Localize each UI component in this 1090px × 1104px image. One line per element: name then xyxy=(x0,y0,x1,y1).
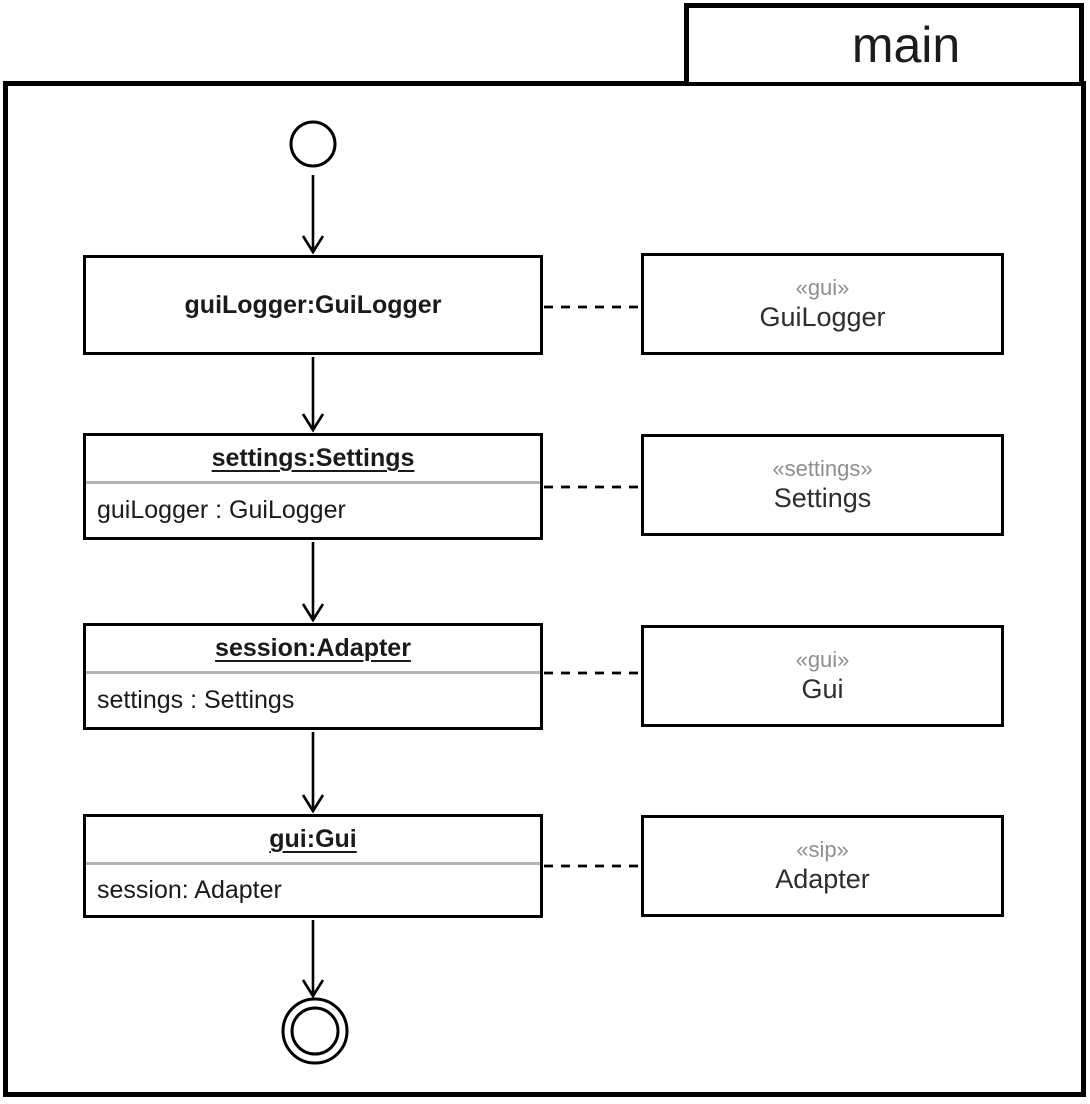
dashed-links xyxy=(544,305,641,868)
final-node-icon xyxy=(281,997,349,1065)
compartment-divider xyxy=(86,671,540,674)
object-attribute: guiLogger : GuiLogger xyxy=(97,496,346,524)
object-name: guiLogger:GuiLogger xyxy=(184,290,442,319)
classifier-name: Settings xyxy=(773,482,872,513)
classifier-node-gui: «gui» Gui xyxy=(641,625,1004,727)
diagram-title: main xyxy=(851,17,961,73)
object-node-settings: settings:Settings guiLogger : GuiLogger xyxy=(83,433,543,540)
object-name: gui:Gui xyxy=(269,825,357,853)
stereotype-label: «gui» xyxy=(795,274,850,300)
classifier-node-guilogger: «gui» GuiLogger xyxy=(641,253,1004,355)
flow-arrows xyxy=(301,175,325,999)
classifier-node-settings: «settings» Settings xyxy=(641,434,1004,536)
diagram-frame xyxy=(3,81,1086,1097)
diagram-title-tab: main xyxy=(684,3,1084,82)
object-node-guilogger: guiLogger:GuiLogger xyxy=(83,255,543,355)
object-attribute: settings : Settings xyxy=(97,686,295,714)
compartment-divider xyxy=(86,862,540,865)
object-node-session: session:Adapter settings : Settings xyxy=(83,623,543,730)
stereotype-label: «settings» xyxy=(772,455,873,481)
classifier-node-adapter: «sip» Adapter xyxy=(641,815,1004,917)
object-name: session:Adapter xyxy=(215,634,411,662)
classifier-name: Adapter xyxy=(775,863,870,894)
start-node-icon xyxy=(289,120,337,168)
classifier-name: Gui xyxy=(801,673,844,704)
stereotype-label: «gui» xyxy=(795,646,850,672)
stereotype-label: «sip» xyxy=(796,836,849,862)
classifier-name: GuiLogger xyxy=(759,301,886,332)
object-node-gui: gui:Gui session: Adapter xyxy=(83,814,543,918)
object-attribute: session: Adapter xyxy=(97,875,282,904)
object-name: settings:Settings xyxy=(211,444,415,472)
compartment-divider xyxy=(86,481,540,484)
